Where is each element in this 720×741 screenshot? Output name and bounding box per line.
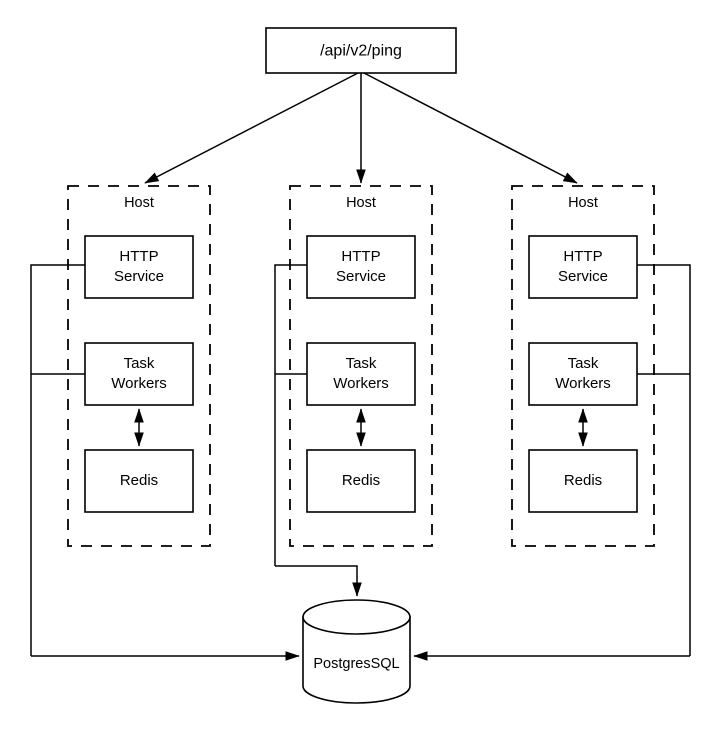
host-label-1: Host bbox=[124, 195, 154, 211]
node-http-service-2[interactable]: HTTP Service bbox=[306, 235, 416, 299]
entry-node-api-ping[interactable]: /api/v2/ping bbox=[265, 27, 457, 74]
edge-host-2-http-service-to-database bbox=[274, 264, 307, 566]
edge-host-3-http-service-to-database bbox=[637, 264, 691, 656]
node-redis-1-label: Redis bbox=[120, 472, 158, 489]
node-task-workers-3-line2: Workers bbox=[555, 375, 611, 392]
node-task-workers-1[interactable]: Task Workers bbox=[84, 342, 194, 406]
node-task-workers-3[interactable]: Task Workers bbox=[528, 342, 638, 406]
edge-host-1-http-service-to-database bbox=[30, 264, 85, 656]
node-task-workers-1-line1: Task bbox=[124, 355, 155, 372]
node-http-service-3-line2: Service bbox=[558, 268, 608, 285]
node-http-service-1[interactable]: HTTP Service bbox=[84, 235, 194, 299]
host-container-2[interactable]: Host bbox=[289, 185, 433, 547]
host-container-1[interactable]: Host bbox=[67, 185, 211, 547]
host-label-2: Host bbox=[346, 195, 376, 211]
node-http-service-2-line2: Service bbox=[336, 268, 386, 285]
entry-node-label: /api/v2/ping bbox=[320, 43, 402, 60]
host-label-3: Host bbox=[568, 195, 598, 211]
node-http-service-2-line1: HTTP bbox=[341, 248, 380, 265]
node-task-workers-2[interactable]: Task Workers bbox=[306, 342, 416, 406]
node-redis-3-label: Redis bbox=[564, 472, 602, 489]
database-postgresql[interactable]: PostgresSQL bbox=[302, 599, 411, 704]
edge-entry-to-host-3 bbox=[363, 72, 578, 184]
node-http-service-3-line1: HTTP bbox=[563, 248, 602, 265]
node-task-workers-2-line1: Task bbox=[346, 355, 377, 372]
node-http-service-1-line2: Service bbox=[114, 268, 164, 285]
node-task-workers-2-line2: Workers bbox=[333, 375, 389, 392]
node-http-service-1-line1: HTTP bbox=[119, 248, 158, 265]
node-redis-3[interactable]: Redis bbox=[528, 449, 638, 513]
node-redis-1[interactable]: Redis bbox=[84, 449, 194, 513]
node-redis-2-label: Redis bbox=[342, 472, 380, 489]
host-container-3[interactable]: Host bbox=[511, 185, 655, 547]
node-redis-2[interactable]: Redis bbox=[306, 449, 416, 513]
node-task-workers-1-line2: Workers bbox=[111, 375, 167, 392]
node-http-service-3[interactable]: HTTP Service bbox=[528, 235, 638, 299]
edge-middle-bus-to-database bbox=[275, 565, 362, 597]
edge-entry-to-host-1 bbox=[144, 72, 359, 184]
node-task-workers-3-line1: Task bbox=[568, 355, 599, 372]
database-label: PostgresSQL bbox=[313, 656, 399, 672]
